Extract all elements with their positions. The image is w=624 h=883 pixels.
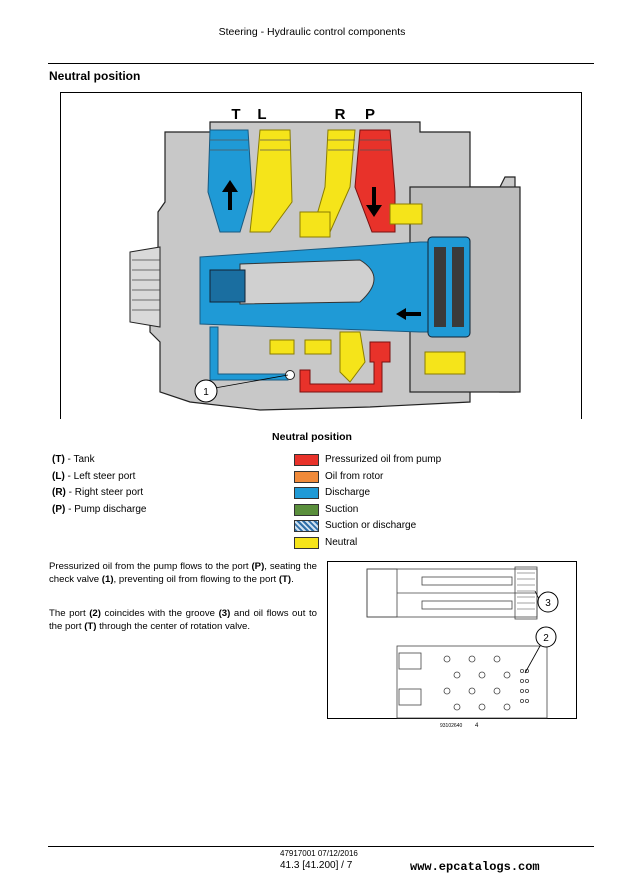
paragraph-port-groove: The port (2) coincides with the groove (… [49,608,317,632]
header-divider [48,63,594,64]
valve-cross-section-figure: T L R P 1 93102636 3 [60,92,582,419]
legend-swatch [294,470,319,483]
legend-swatch [294,503,319,516]
legend-item: Suction [294,502,441,519]
legend-item: Pressurized oil from pump [294,452,441,469]
port-label-r: R [335,106,346,123]
port-item-left-steer: (L) - Left steer port [52,470,136,482]
callout-3: 3 [545,598,551,609]
legend-swatch [294,536,319,549]
callout-2: 2 [543,633,549,644]
paragraph-pressurized-oil: Pressurized oil from the pump flows to t… [49,561,317,585]
figure2-number: 4 [475,723,479,729]
port-label-l: L [257,106,266,123]
port-item-pump-discharge: (P) - Pump discharge [52,503,147,515]
legend-item: Oil from rotor [294,469,441,486]
port-list: (T) - Tank (L) - Left steer port (R) - R… [52,452,147,518]
legend-swatch [294,454,319,467]
legend-item: Neutral [294,535,441,552]
port-label-t: T [231,106,240,123]
port-label-p: P [365,106,375,123]
page-header-title: Steering - Hydraulic control components [218,26,406,38]
port-item-right-steer: (R) - Right steer port [52,487,144,498]
legend-swatch [294,487,319,500]
legend-item: Discharge [294,485,441,502]
footer-doc-id: 47917001 07/12/2016 [280,849,358,858]
footer-watermark-url[interactable]: www.epcatalogs.com [410,860,540,874]
legend-swatch [294,520,319,533]
footer-page-number: 41.3 [41.200] / 7 [280,860,353,871]
color-legend: Pressurized oil from pump Oil from rotor… [294,452,441,551]
callout-1: 1 [203,387,209,398]
legend-item: Suction or discharge [294,518,441,535]
spool-line-drawing-figure: 3 2 93102640 4 [327,561,577,729]
figure2-code: 93102640 [440,723,462,729]
figure-caption: Neutral position [272,431,352,443]
port-item-tank: (T) - Tank [52,454,95,465]
section-title: Neutral position [49,69,141,83]
footer-divider [48,846,594,847]
